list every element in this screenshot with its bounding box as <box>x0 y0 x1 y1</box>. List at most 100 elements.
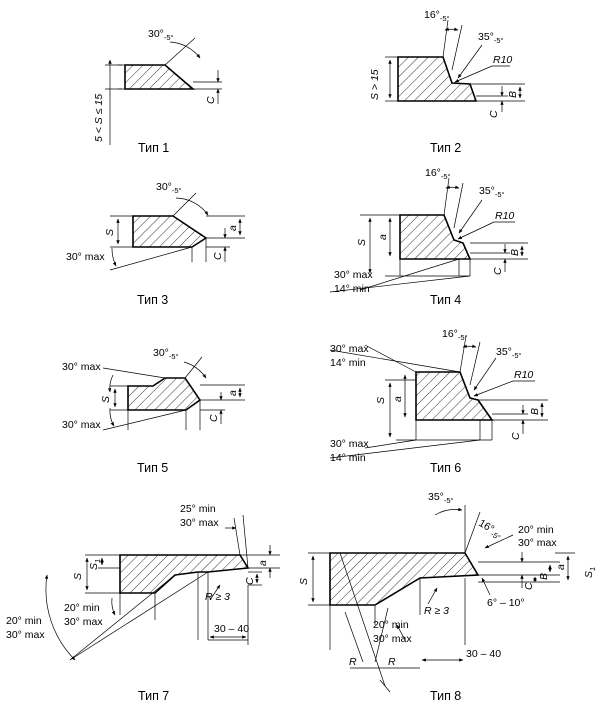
type7-c-label: C <box>244 577 256 585</box>
type2-angle35-tol: -5° <box>494 36 504 45</box>
type7-max30-label: 30° max <box>180 517 219 529</box>
type8-s1-label: S1 <box>583 567 597 578</box>
type8-angle35-tol: -5° <box>444 496 454 505</box>
type4-c-label: C <box>492 267 504 275</box>
type4-b-label: B <box>509 249 521 256</box>
type8-angle35-label: 35°-5° <box>428 491 454 505</box>
type7-min25-label: 25° min <box>180 503 216 515</box>
type4-angle16-tol: -5° <box>441 172 451 181</box>
type8-max30-inner-label: 30° max <box>373 633 412 645</box>
type8-r-ge3-label: R ≥ 3 <box>424 605 449 617</box>
type6-angle35-tol: -5° <box>512 351 522 360</box>
type6-max30-bottom-label: 30° max <box>330 438 369 450</box>
type1-angle-tol: -5° <box>164 33 174 42</box>
type2-angle16-tol: -5° <box>440 14 450 23</box>
type-4-figure <box>329 177 528 293</box>
type-6-figure <box>329 335 548 459</box>
type-3-figure <box>109 192 245 271</box>
type5-angle-value: 30° <box>153 347 169 359</box>
type3-angle-value: 30° <box>156 181 172 193</box>
type8-caption: Тип 8 <box>430 689 461 703</box>
type4-s-label: S <box>356 239 368 246</box>
type8-range-6-10-label: 6° – 10° <box>487 597 525 609</box>
type8-b-label: B <box>538 573 550 580</box>
type6-min14-bottom-label: 14° min <box>330 452 366 464</box>
type5-angle-tol: -5° <box>169 352 179 361</box>
type7-r-ge3-label: R ≥ 3 <box>205 591 230 603</box>
type8-min20-top-label: 20° min <box>518 524 554 536</box>
type2-s-gt-label: S > 15 <box>369 69 381 100</box>
type8-a-label: a <box>555 564 567 570</box>
type2-angle16-value: 16° <box>424 9 440 21</box>
type7-caption: Тип 7 <box>138 689 169 703</box>
type-7-figure <box>44 514 280 661</box>
type4-min14-label: 14° min <box>334 283 370 295</box>
type4-angle16-label: 16°-5° <box>425 167 451 181</box>
type7-s-label: S <box>72 573 84 580</box>
type7-max30-inner-label: 30° max <box>64 616 103 628</box>
type8-r-right-label: R <box>388 656 396 668</box>
type7-a-label: a <box>257 560 269 566</box>
type8-angle35-value: 35° <box>428 491 444 503</box>
type3-max30-label: 30° max <box>66 251 105 263</box>
type4-max30-label: 30° max <box>334 269 373 281</box>
type6-s-label: S <box>375 397 387 404</box>
type2-caption: Тип 2 <box>430 141 461 155</box>
type6-caption: Тип 6 <box>430 461 461 475</box>
type8-r-left-label: R <box>349 656 357 668</box>
type3-s-label: S <box>104 229 116 236</box>
type7-range-label: 30 – 40 <box>214 623 249 635</box>
type8-max30-top-label: 30° max <box>518 537 557 549</box>
type1-caption: Тип 1 <box>138 141 169 155</box>
type8-min20-inner-label: 20° min <box>373 619 409 631</box>
type6-angle16-label: 16°-5° <box>442 328 468 342</box>
type2-angle35-value: 35° <box>478 31 494 43</box>
type6-a-label: a <box>392 396 404 402</box>
type8-angle16-tol: -5° <box>489 529 502 542</box>
type3-angle-tol: -5° <box>172 186 182 195</box>
type6-min14-top-label: 14° min <box>330 357 366 369</box>
type4-angle35-label: 35°-5° <box>479 185 505 199</box>
type5-a-label: a <box>227 390 239 396</box>
type7-s1-sub: 1 <box>93 559 102 563</box>
type7-max30-outer-label: 30° max <box>6 629 45 641</box>
type6-angle16-tol: -5° <box>458 333 468 342</box>
type8-s1-sub: 1 <box>588 567 597 571</box>
type5-max30-bottom-label: 30° max <box>62 419 101 431</box>
type6-c-label: C <box>510 432 522 440</box>
type4-caption: Тип 4 <box>430 293 461 307</box>
type-2-figure <box>385 19 525 112</box>
type2-b-label: B <box>507 91 519 98</box>
type1-angle-value: 30° <box>148 28 164 40</box>
type-5-figure <box>102 356 245 431</box>
type4-r10-label: R10 <box>495 210 514 222</box>
type8-s1-value: S <box>583 571 595 578</box>
type8-s-label: S <box>298 578 310 585</box>
type5-angle-label: 30°-5° <box>153 347 179 361</box>
type5-s-label: S <box>100 396 112 403</box>
type6-angle16-value: 16° <box>442 328 458 340</box>
type1-s-range-label: 5 < S ≤ 15 <box>93 94 105 142</box>
type6-b-label: B <box>529 408 541 415</box>
type8-range-30-40-label: 30 – 40 <box>466 648 501 660</box>
type1-c-label: C <box>205 96 217 104</box>
type2-r10-label: R10 <box>493 54 512 66</box>
type2-c-label: C <box>488 110 500 118</box>
type-8-figure <box>308 505 575 693</box>
type2-angle16-label: 16°-5° <box>424 9 450 23</box>
type3-c-label: C <box>212 252 224 260</box>
type7-s1-label: S1 <box>88 559 102 570</box>
type4-angle35-tol: -5° <box>495 190 505 199</box>
type1-angle-label: 30°-5° <box>148 28 174 42</box>
type7-s1-value: S <box>88 563 100 570</box>
type5-max30-top-label: 30° max <box>62 361 101 373</box>
type7-min20-inner-label: 20° min <box>64 602 100 614</box>
type5-c-label: C <box>208 414 220 422</box>
type6-r10-label: R10 <box>514 369 533 381</box>
type6-max30-top-label: 30° max <box>330 343 369 355</box>
type-1-figure <box>105 37 222 145</box>
type6-angle35-value: 35° <box>496 346 512 358</box>
type8-c-label: C <box>523 582 535 590</box>
type4-angle16-value: 16° <box>425 167 441 179</box>
